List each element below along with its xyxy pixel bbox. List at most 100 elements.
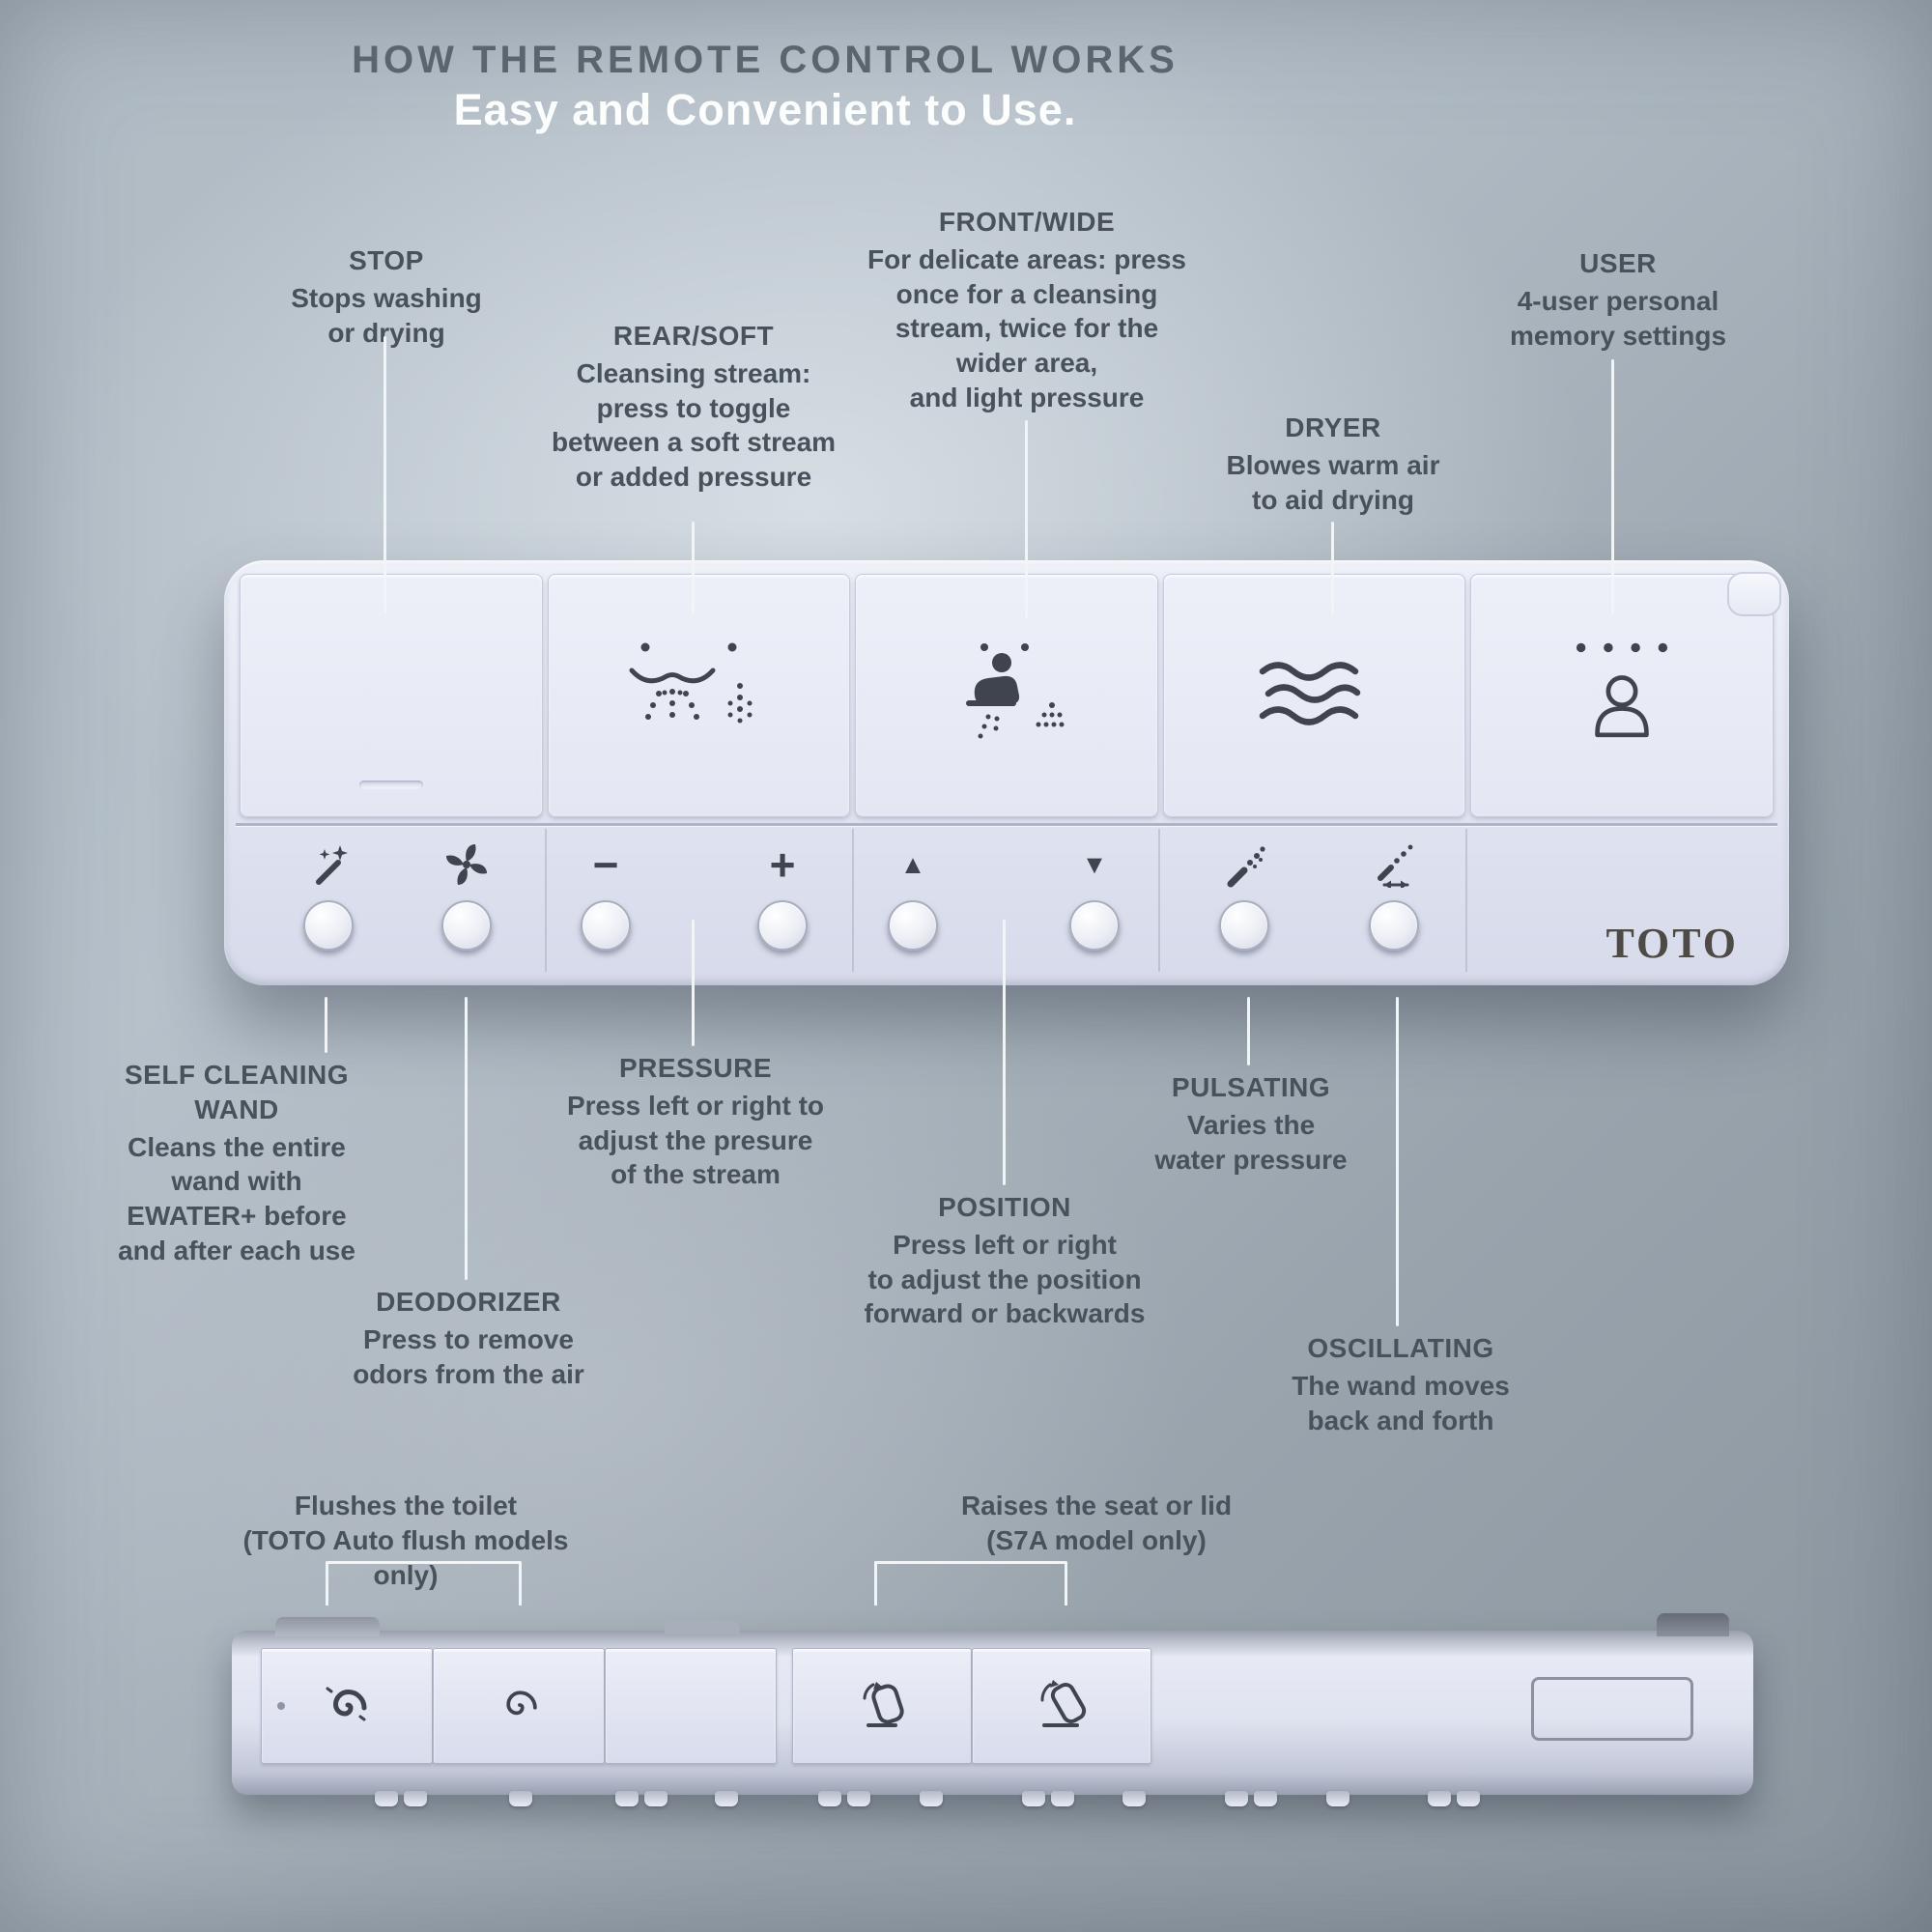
blank-side-button[interactable] bbox=[605, 1648, 777, 1764]
pressure-plus-button[interactable] bbox=[757, 900, 808, 951]
self-cleaning-wand-control bbox=[275, 838, 382, 951]
callout-pulsating-title: PULSATING bbox=[1171, 1072, 1331, 1102]
pressure-plus-control: + bbox=[729, 838, 836, 951]
user-icon bbox=[1545, 638, 1699, 753]
flush-full-swirl-icon bbox=[316, 1673, 378, 1740]
foot-nub bbox=[1122, 1791, 1146, 1806]
foot-nub bbox=[847, 1791, 870, 1806]
foot-nub bbox=[1457, 1791, 1480, 1806]
page-title: HOW THE REMOTE CONTROL WORKS bbox=[352, 39, 1179, 81]
oscillating-control bbox=[1341, 838, 1447, 951]
connector-wand bbox=[325, 997, 327, 1053]
position-forward-button[interactable] bbox=[888, 900, 938, 951]
rear-soft-icon bbox=[616, 636, 781, 756]
position-backward-control: ▼ bbox=[1041, 838, 1148, 951]
connector-user bbox=[1611, 359, 1614, 615]
triangle-down-icon: ▼ bbox=[1081, 850, 1108, 879]
callout-position-title: POSITION bbox=[938, 1192, 1071, 1222]
callout-stop: STOP Stops washing or drying bbox=[242, 243, 531, 350]
front-wide-button[interactable] bbox=[855, 574, 1158, 817]
dryer-button[interactable] bbox=[1162, 574, 1466, 817]
lid-raise-icon bbox=[1031, 1673, 1093, 1740]
position-forward-control: ▲ bbox=[860, 838, 966, 951]
side-tab bbox=[665, 1621, 740, 1636]
callout-user-title: USER bbox=[1579, 248, 1657, 278]
battery-door bbox=[1531, 1677, 1693, 1741]
remote-front-view: − + ▲ ▼ bbox=[224, 560, 1789, 985]
pressure-minus-button[interactable] bbox=[581, 900, 631, 951]
callout-front-wide-desc: For delicate areas: press once for a cle… bbox=[867, 243, 1186, 413]
deodorizer-button[interactable] bbox=[441, 900, 492, 951]
callout-pulsating: PULSATING Varies the water pressure bbox=[1121, 1070, 1381, 1177]
foot-nub bbox=[404, 1791, 427, 1806]
callout-deodorizer-title: DEODORIZER bbox=[376, 1287, 561, 1317]
deodorizer-icon bbox=[413, 838, 520, 891]
lid-raise-button[interactable] bbox=[972, 1648, 1151, 1764]
plus-icon: + bbox=[769, 839, 796, 890]
position-backward-button[interactable] bbox=[1069, 900, 1120, 951]
oscillating-button[interactable] bbox=[1369, 900, 1419, 951]
foot-nub bbox=[715, 1791, 738, 1806]
connector-pulsating bbox=[1247, 997, 1250, 1065]
callout-rear-soft-desc: Cleansing stream: press to toggle betwee… bbox=[551, 357, 837, 493]
panel-divider bbox=[1158, 829, 1160, 972]
callout-oscillating-title: OSCILLATING bbox=[1307, 1333, 1494, 1363]
callout-dryer: DRYER Blowes warm air to aid drying bbox=[1188, 411, 1478, 517]
pulsating-button[interactable] bbox=[1219, 900, 1269, 951]
panel-divider bbox=[545, 829, 547, 972]
foot-nub bbox=[818, 1791, 841, 1806]
foot-nub bbox=[615, 1791, 639, 1806]
connector-deodorizer bbox=[465, 997, 468, 1280]
callout-dryer-desc: Blowes warm air to aid drying bbox=[1226, 449, 1440, 515]
label-flush: Flushes the toilet (TOTO Auto flush mode… bbox=[213, 1486, 599, 1592]
front-wide-icon bbox=[924, 636, 1089, 756]
indicator-dot bbox=[277, 1702, 285, 1710]
callout-deodorizer: DEODORIZER Press to remove odors from th… bbox=[319, 1285, 618, 1391]
connector-dryer bbox=[1331, 522, 1334, 615]
callout-position: POSITION Press left or right to adjust t… bbox=[836, 1190, 1174, 1331]
stop-button[interactable] bbox=[240, 574, 543, 817]
deodorizer-control bbox=[413, 838, 520, 951]
label-seat-lid: Raises the seat or lid (S7A model only) bbox=[903, 1486, 1290, 1558]
callout-pressure-desc: Press left or right to adjust the presur… bbox=[566, 1090, 825, 1190]
connector-position bbox=[1003, 920, 1006, 1185]
callout-pressure: PRESSURE Press left or right to adjust t… bbox=[522, 1051, 869, 1192]
minus-icon: − bbox=[592, 839, 619, 890]
foot-nub bbox=[644, 1791, 668, 1806]
large-button-row bbox=[240, 574, 1774, 817]
foot-nub bbox=[1326, 1791, 1350, 1806]
callout-self-cleaning-wand: SELF CLEANING WAND Cleans the entire wan… bbox=[92, 1058, 382, 1268]
remote-clip-notch bbox=[1727, 572, 1781, 616]
rear-soft-button[interactable] bbox=[547, 574, 851, 817]
connector-rear-soft bbox=[692, 522, 695, 613]
callout-pulsating-desc: Varies the water pressure bbox=[1154, 1109, 1348, 1175]
self-cleaning-wand-icon bbox=[275, 838, 382, 891]
seat-raise-icon bbox=[851, 1673, 913, 1740]
callout-deodorizer-desc: Press to remove odors from the air bbox=[353, 1323, 584, 1389]
callout-user: USER 4-user personal memory settings bbox=[1468, 246, 1768, 353]
label-seat-lid-text: Raises the seat or lid (S7A model only) bbox=[960, 1491, 1233, 1555]
callout-front-wide-title: FRONT/WIDE bbox=[938, 207, 1116, 237]
pulsating-icon bbox=[1191, 838, 1297, 891]
pressure-minus-control: − bbox=[553, 838, 659, 951]
foot-nub bbox=[1254, 1791, 1277, 1806]
callout-stop-desc: Stops washing or drying bbox=[291, 282, 482, 348]
flush-full-button[interactable] bbox=[261, 1648, 433, 1764]
callout-pressure-title: PRESSURE bbox=[618, 1053, 773, 1083]
callout-rear-soft: REAR/SOFT Cleansing stream: press to tog… bbox=[491, 319, 896, 495]
remote-side-view bbox=[232, 1613, 1753, 1806]
seat-raise-button[interactable] bbox=[792, 1648, 972, 1764]
self-cleaning-wand-button[interactable] bbox=[303, 900, 354, 951]
panel-divider bbox=[1465, 829, 1467, 972]
flush-light-button[interactable] bbox=[433, 1648, 605, 1764]
toto-logo: TOTO bbox=[1605, 920, 1739, 967]
side-tab bbox=[1657, 1613, 1729, 1636]
page-subtitle: Easy and Convenient to Use. bbox=[453, 85, 1077, 134]
foot-nub bbox=[920, 1791, 943, 1806]
callout-position-desc: Press left or right to adjust the positi… bbox=[864, 1229, 1146, 1329]
user-button[interactable] bbox=[1470, 574, 1774, 817]
callout-self-cleaning-wand-desc: Cleans the entire wand with EWATER+ befo… bbox=[118, 1131, 355, 1266]
callout-oscillating: OSCILLATING The wand moves back and fort… bbox=[1251, 1331, 1550, 1437]
connector-front-wide bbox=[1025, 420, 1028, 618]
